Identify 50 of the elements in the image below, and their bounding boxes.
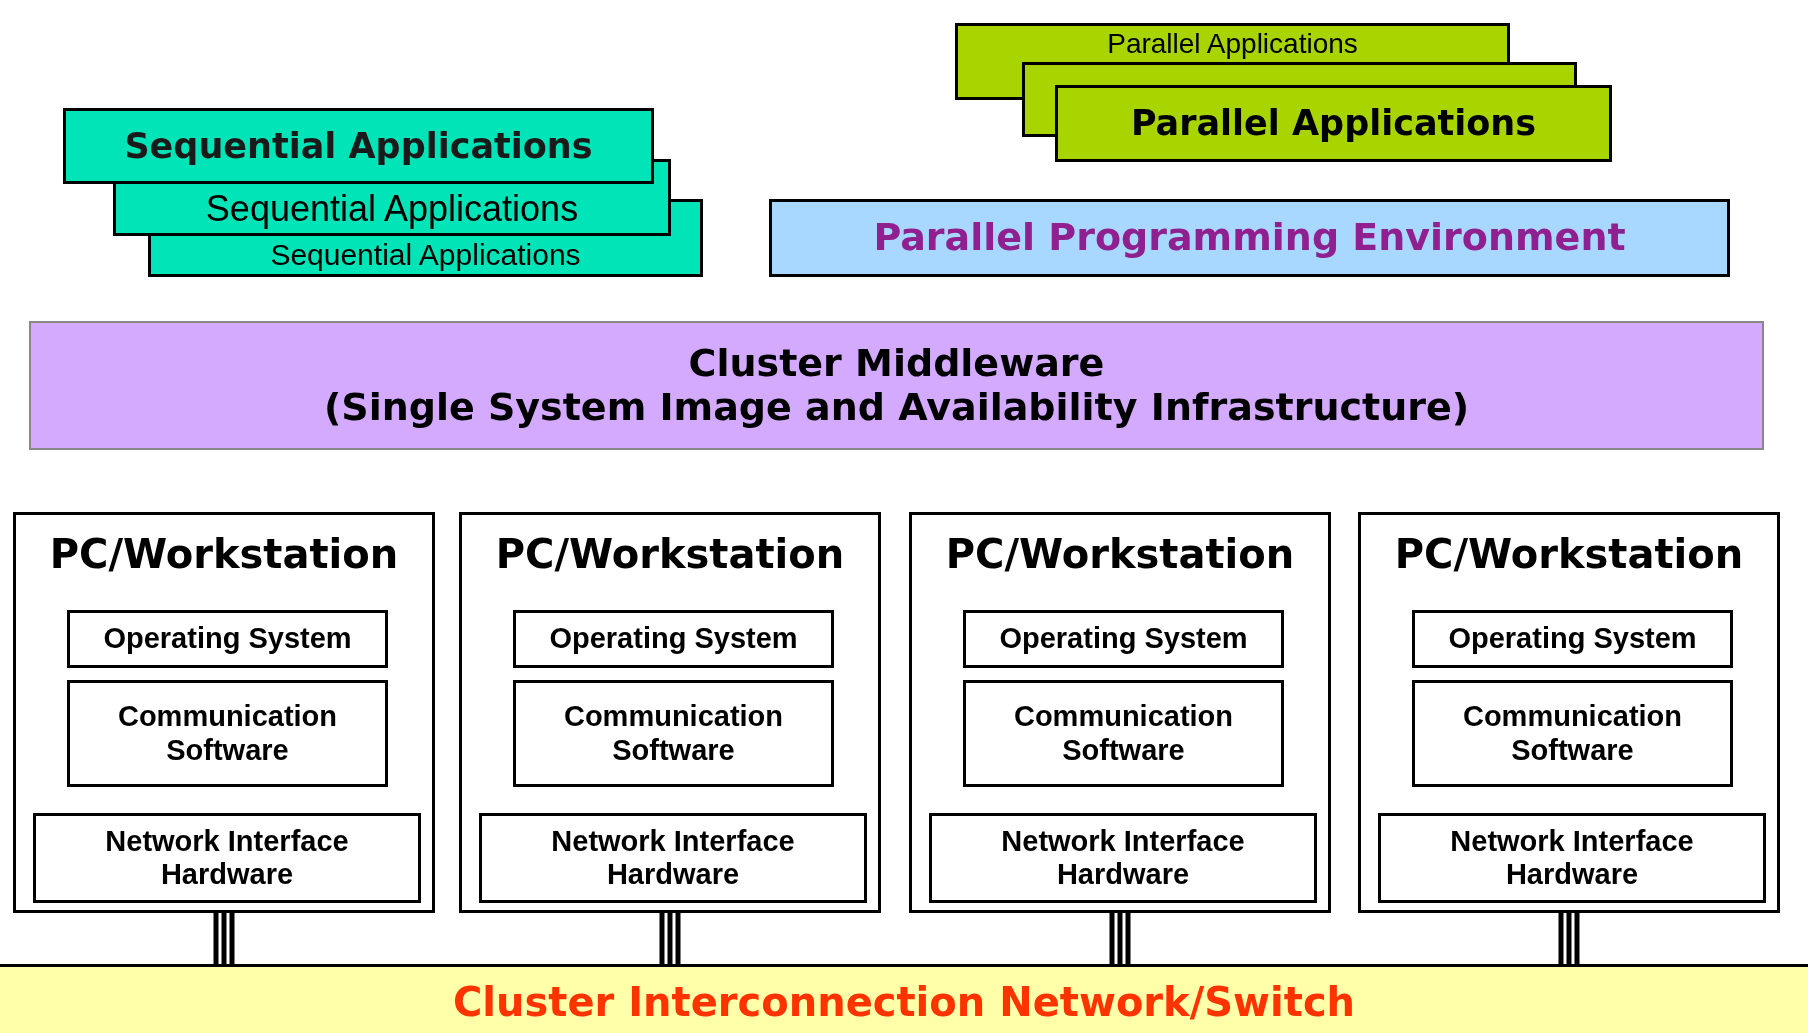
node-subtitle: (Single System Image and Availability Infrastructure) [322, 385, 1471, 430]
component-box [67, 610, 388, 668]
application-card [1055, 85, 1612, 162]
component-box [1378, 813, 1766, 903]
application-card [955, 23, 1510, 62]
component-box [1412, 610, 1733, 668]
workstation-box [1358, 512, 1780, 913]
node-title: Sequential Applications [269, 237, 582, 273]
middleware-layer [29, 321, 1764, 450]
node-title: Network Interface Hardware [104, 824, 350, 892]
application-card [148, 236, 703, 277]
node-title: Communication Software [1461, 700, 1684, 767]
node-title: PC/Workstation [48, 531, 400, 577]
node-title: Cluster Middleware [687, 341, 1106, 386]
node-title: Parallel Applications [1106, 27, 1359, 61]
node-title: Network Interface Hardware [1449, 824, 1695, 892]
component-box [513, 610, 834, 668]
workstation-box [13, 512, 435, 913]
component-box [33, 813, 421, 903]
node-title: Communication Software [116, 700, 339, 767]
node-title: Parallel Applications [1129, 103, 1538, 144]
node-title: Network Interface Hardware [550, 824, 796, 892]
node-title: Cluster Interconnection Network/Switch [451, 979, 1357, 1025]
node-title: Sequential Applications [204, 187, 580, 230]
environment-layer [769, 199, 1730, 277]
application-card [113, 184, 671, 236]
application-card [63, 108, 654, 184]
component-box [1412, 680, 1733, 787]
node-title: Operating System [998, 622, 1249, 656]
node-title: Operating System [1447, 622, 1698, 656]
node-title: Sequential Applications [123, 125, 594, 167]
component-box [513, 680, 834, 787]
component-box [479, 813, 867, 903]
node-title: Operating System [102, 622, 353, 656]
node-title: PC/Workstation [944, 531, 1296, 577]
component-box [929, 813, 1317, 903]
card [1022, 62, 1577, 85]
node-title: PC/Workstation [1393, 531, 1745, 577]
node-title: Network Interface Hardware [1000, 824, 1246, 892]
workstation-box [909, 512, 1331, 913]
node-title: Communication Software [1012, 700, 1235, 767]
component-box [67, 680, 388, 787]
workstation-box [459, 512, 881, 913]
node-title: PC/Workstation [494, 531, 846, 577]
component-box [963, 610, 1284, 668]
node-title: Operating System [548, 622, 799, 656]
node-title: Parallel Programming Environment [872, 216, 1627, 260]
network-bar [0, 964, 1808, 1033]
component-box [963, 680, 1284, 787]
node-title: Communication Software [562, 700, 785, 767]
